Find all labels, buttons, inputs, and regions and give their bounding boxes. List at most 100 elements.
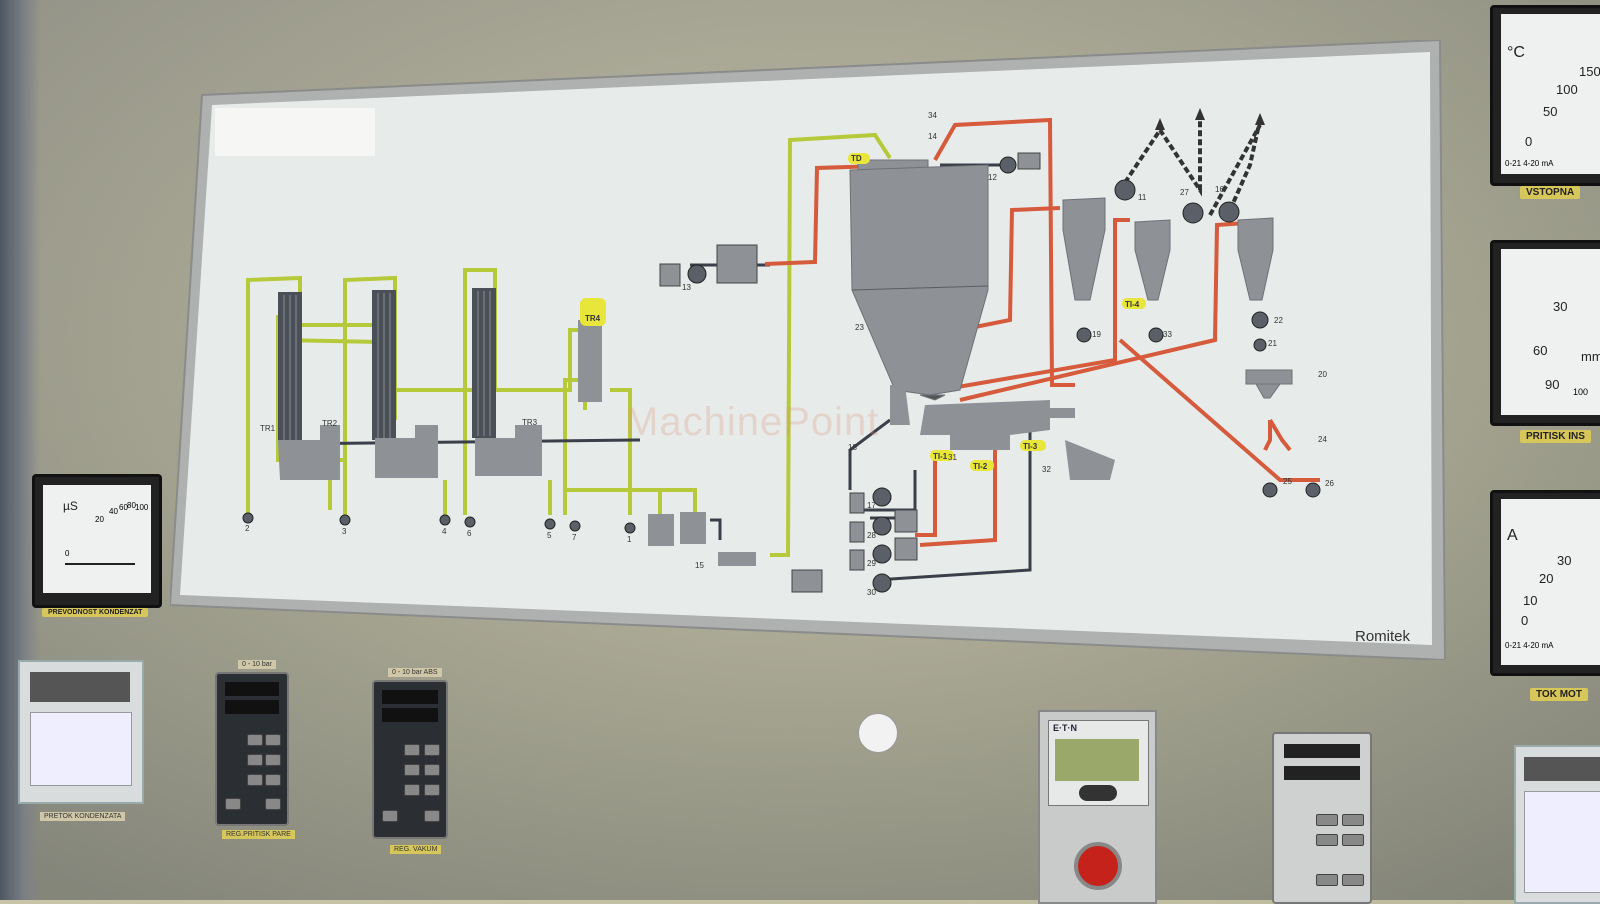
recorder-paper	[1524, 791, 1600, 893]
meter-range: 0-21 4-20 mA	[1505, 641, 1554, 650]
equipment-numbers: 34 14 12 11 27 16 13 23 19 33 22 21 20 1…	[245, 111, 1334, 597]
duct-arrows	[1155, 108, 1265, 130]
panel-face	[180, 52, 1432, 645]
meter-scale: 30	[1557, 553, 1572, 568]
cyclones	[1062, 197, 1293, 399]
meter-dial: A 0 10 20 30 0-21 4-20 mA	[1501, 499, 1600, 665]
meter-scale-80: 80	[127, 501, 136, 510]
controller-display	[1284, 766, 1360, 780]
controller-button[interactable]	[265, 734, 281, 746]
controller-button[interactable]	[404, 764, 420, 776]
num-2: 2	[245, 524, 250, 533]
steam-pressure-controller[interactable]	[215, 672, 289, 826]
controller-button[interactable]	[404, 784, 420, 796]
num-13: 13	[682, 283, 691, 292]
controller-button[interactable]	[1316, 874, 1338, 886]
meter-range: 0-21 4-20 mA	[1505, 159, 1554, 168]
num-34: 34	[928, 111, 937, 120]
meter-dial: 30 60 90 100 mm	[1501, 249, 1600, 415]
num-12: 12	[988, 173, 997, 182]
meter-needle	[65, 563, 135, 565]
controller-button[interactable]	[404, 744, 420, 756]
controller-button[interactable]	[1342, 834, 1364, 846]
eaton-logo: E·T·N	[1053, 723, 1077, 733]
process-diagram: TD TR4 TI-1 TI-2 TI-3 TI-4 TR1 TR2 TR3 3…	[170, 40, 1447, 660]
controller-button[interactable]	[1316, 834, 1338, 846]
num-30: 30	[867, 588, 876, 597]
hmi-bezel: E·T·N	[1048, 720, 1149, 806]
meter-unit: µS	[63, 499, 78, 513]
tag-ti4: TI-4	[1125, 300, 1140, 309]
meter-scale-60: 60	[119, 503, 128, 512]
controller-button[interactable]	[382, 810, 398, 822]
controller-button[interactable]	[424, 784, 440, 796]
controller-button[interactable]	[1342, 874, 1364, 886]
chart-recorder-right[interactable]	[1514, 745, 1600, 904]
tag-tr1: TR1	[260, 424, 276, 433]
num-28: 28	[867, 531, 876, 540]
recorder-paper	[30, 712, 132, 786]
blank-label-plate	[215, 108, 375, 156]
num-1: 1	[627, 535, 632, 544]
controller-caption: REG.PRITISK PARE	[222, 830, 295, 839]
emergency-stop-button[interactable]	[1074, 842, 1122, 890]
controller-button[interactable]	[247, 734, 263, 746]
recorder-display	[30, 672, 130, 702]
exhaust-ducts	[1118, 119, 1262, 216]
recorder-caption: PRETOK KONDENZATA	[40, 812, 126, 821]
inspection-sticker	[858, 713, 898, 753]
controller-button[interactable]	[247, 774, 263, 786]
tag-ti3: TI-3	[1023, 442, 1038, 451]
num-17: 17	[867, 501, 876, 510]
controller-button[interactable]	[424, 810, 440, 822]
dryer-controller[interactable]	[1272, 732, 1372, 904]
heaters	[659, 152, 1041, 593]
tag-labels: TD TR4 TI-1 TI-2 TI-3 TI-4 TR1 TR2 TR3	[260, 154, 1140, 471]
meter-scale-100: 100	[135, 503, 149, 512]
controller-button[interactable]	[265, 774, 281, 786]
pressure-meter: 30 60 90 100 mm	[1490, 240, 1600, 426]
meter-scale: 100	[1573, 387, 1589, 397]
controller-display	[382, 708, 438, 722]
vacuum-controller[interactable]	[372, 680, 448, 839]
hmi-screen	[1055, 739, 1139, 781]
controller-range: 0 - 10 bar ABS	[388, 668, 442, 677]
chart-recorder[interactable]	[18, 660, 144, 804]
controller-button[interactable]	[265, 798, 281, 810]
meter-scale: 10	[1523, 593, 1538, 608]
num-23: 23	[855, 323, 864, 332]
temperature-meter: °C 0 50 100 150 0-21 4-20 mA	[1490, 5, 1600, 186]
meter-scale: 100	[1556, 82, 1578, 97]
tag-tr2: TR2	[322, 419, 338, 428]
meter-unit: A	[1507, 527, 1518, 544]
controller-button[interactable]	[1316, 814, 1338, 826]
eaton-hmi[interactable]: E·T·N	[1038, 710, 1157, 904]
num-15: 15	[695, 561, 704, 570]
hmi-nav-keys[interactable]	[1079, 785, 1117, 801]
current-meter: A 0 10 20 30 0-21 4-20 mA	[1490, 490, 1600, 676]
controller-button[interactable]	[424, 744, 440, 756]
controller-button[interactable]	[1342, 814, 1364, 826]
num-33: 33	[1163, 330, 1172, 339]
meter-scale-20: 20	[95, 515, 104, 524]
num-11: 11	[1138, 193, 1147, 202]
recorder-display	[1524, 757, 1600, 781]
num-21: 21	[1268, 339, 1277, 348]
temperature-caption: VSTOPNA	[1520, 186, 1581, 199]
tag-tr4: TR4	[585, 314, 601, 323]
meter-scale: 30	[1553, 299, 1568, 314]
mimic-diagram-panel: TD TR4 TI-1 TI-2 TI-3 TI-4 TR1 TR2 TR3 3…	[170, 40, 1460, 660]
num-19: 19	[1092, 330, 1101, 339]
controller-button[interactable]	[247, 754, 263, 766]
meter-scale: 60	[1533, 343, 1548, 358]
controller-display	[225, 682, 279, 696]
controller-button[interactable]	[265, 754, 281, 766]
meter-scale: 90	[1545, 377, 1560, 392]
num-7: 7	[572, 533, 577, 542]
num-20: 20	[1318, 370, 1327, 379]
controller-button[interactable]	[225, 798, 241, 810]
controller-button[interactable]	[424, 764, 440, 776]
num-22: 22	[1274, 316, 1283, 325]
brand-logo-text: Romitek	[1355, 628, 1411, 645]
controller-display	[1284, 744, 1360, 758]
